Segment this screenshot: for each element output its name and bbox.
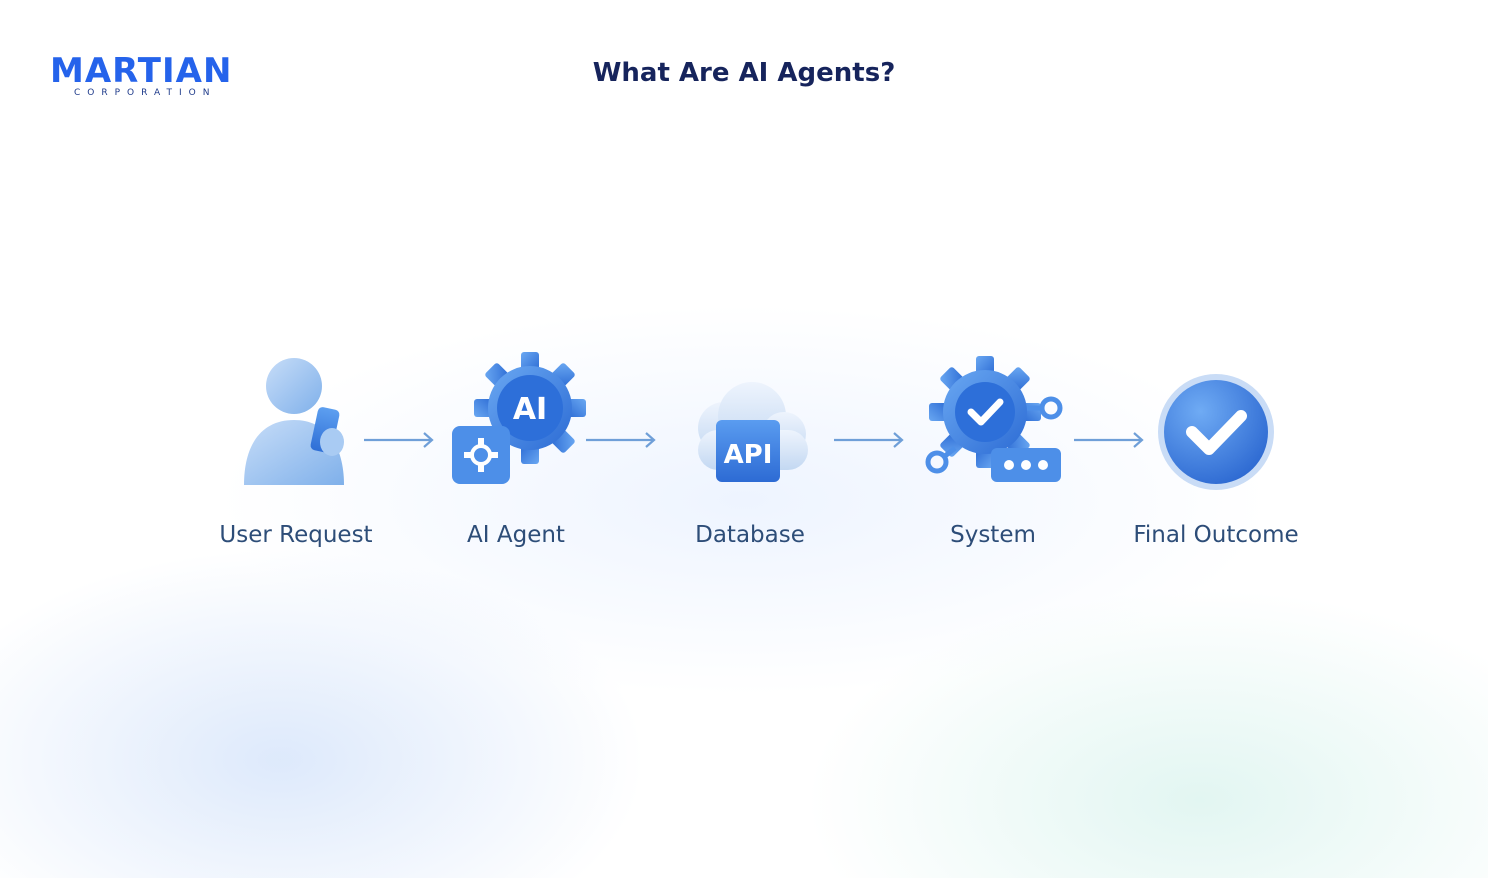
ai-gear-icon: AI bbox=[452, 352, 586, 484]
arrow-right bbox=[584, 430, 658, 450]
step-final-outcome: Final Outcome bbox=[1116, 350, 1316, 570]
logo-wordmark: MARTIAN bbox=[50, 51, 233, 91]
user-phone-icon bbox=[244, 358, 344, 485]
arrow-right bbox=[1072, 430, 1146, 450]
step-label: System bbox=[950, 522, 1036, 548]
svg-text:AI: AI bbox=[513, 392, 547, 427]
arrow-right bbox=[362, 430, 436, 450]
step-database: API Database bbox=[650, 350, 850, 570]
step-user-request: User Request bbox=[196, 350, 396, 570]
step-system: System bbox=[893, 350, 1093, 570]
step-label: Final Outcome bbox=[1133, 522, 1299, 548]
step-label: Database bbox=[695, 522, 805, 548]
step-ai-agent: AI AI Agent bbox=[416, 350, 616, 570]
api-cloud-icon: API bbox=[698, 382, 808, 482]
step-label: User Request bbox=[219, 522, 373, 548]
svg-text:API: API bbox=[724, 440, 773, 470]
page-title: What Are AI Agents? bbox=[592, 58, 896, 88]
martian-logo: MARTIAN CORPORATION bbox=[50, 52, 250, 98]
logo-subtitle: CORPORATION bbox=[74, 88, 217, 98]
step-label: AI Agent bbox=[467, 522, 565, 548]
arrow-right bbox=[832, 430, 906, 450]
system-gear-check-icon bbox=[925, 356, 1063, 482]
check-circle-icon bbox=[1158, 374, 1274, 490]
